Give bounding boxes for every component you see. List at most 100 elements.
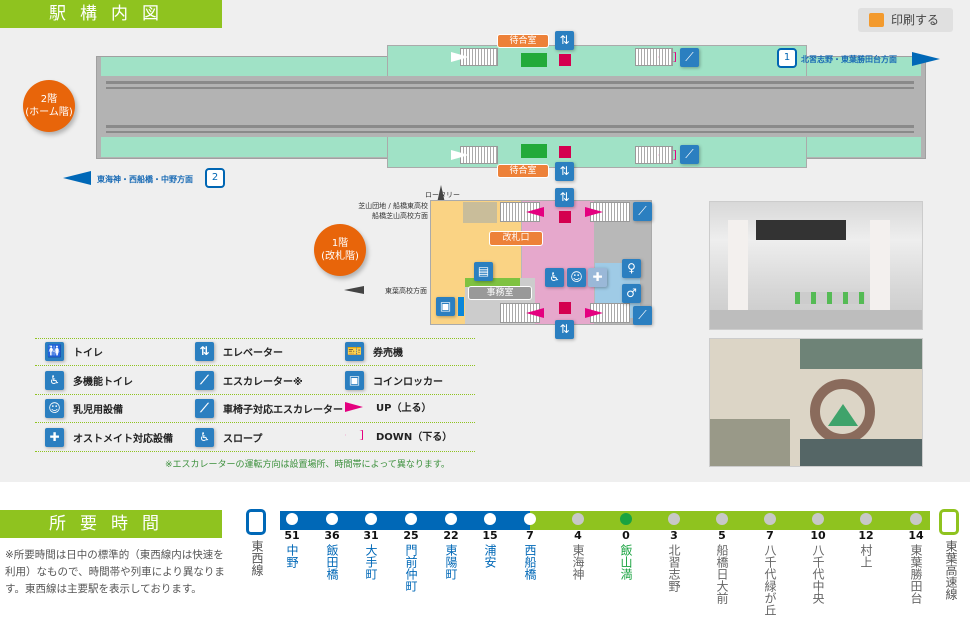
- ostomate-icon: ✚: [588, 268, 607, 287]
- direction-2-text: 東海神・西船橋・中野方面: [97, 175, 193, 184]
- legend-label: 多機能トイレ: [73, 376, 133, 388]
- station-dot: [812, 513, 824, 525]
- station-name: 飯田橋: [325, 544, 339, 580]
- station-minutes: 51: [284, 529, 300, 542]
- legend-row: [35, 424, 475, 452]
- waiting-room-label: 待合室: [497, 164, 549, 178]
- travel-time-title: 所要時間: [0, 510, 222, 538]
- escalator-icon: ⟋: [195, 370, 214, 390]
- legend-item: ♿多機能トイレ: [45, 370, 133, 390]
- legend-label: 車椅子対応エスカレーター: [223, 405, 343, 416]
- escalator-stairs: [635, 48, 673, 66]
- legend-label: 乳児用設備: [73, 405, 123, 416]
- station-dot: [668, 513, 680, 525]
- station-name: 門前仲町: [404, 544, 418, 592]
- legend-label: 券売機: [373, 348, 403, 359]
- legend-item: 🚻 トイレ: [45, 342, 103, 361]
- print-button[interactable]: 印刷する: [858, 8, 953, 32]
- station-minutes: 4: [574, 529, 582, 542]
- tozai-line-label: 東西線: [250, 540, 264, 576]
- legend-item: ✚ オストメイト対応設備: [45, 427, 173, 447]
- legend-item: UP（上る）: [345, 399, 431, 414]
- station-dot: [365, 513, 377, 525]
- rotary-label: ロータリー: [425, 191, 460, 199]
- baby-icon: ☺: [45, 399, 64, 418]
- legend-label: DOWN（下る）: [376, 431, 453, 443]
- station-dot: [405, 513, 417, 525]
- station-minutes: 31: [363, 529, 379, 542]
- toilet-female-icon: ♀: [622, 259, 641, 278]
- station-name: 船橋日大前: [715, 544, 729, 604]
- legend-label: スロープ: [223, 433, 263, 445]
- up-arrow-icon: [526, 207, 544, 217]
- escalator-icon: ⟋: [680, 48, 699, 67]
- west-exit-label: 東葉高校方面: [385, 287, 427, 295]
- station-dot: [572, 513, 584, 525]
- legend-label: UP（上る）: [376, 403, 432, 414]
- station-name: 東陽町: [444, 544, 458, 580]
- floor-2-badge: 2階(ホーム階): [23, 80, 75, 132]
- platform-2-concourse: [387, 137, 807, 168]
- up-arrow-icon: [585, 207, 603, 217]
- station-dot: [524, 513, 536, 525]
- arrow-right-icon: [912, 52, 940, 66]
- legend-label: オストメイト対応設備: [73, 433, 173, 445]
- bus-label-2: 船橋芝山高校方面: [372, 212, 428, 220]
- station-dot: [445, 513, 457, 525]
- arrow-left-icon: [63, 171, 91, 185]
- ostomate-icon: ✚: [45, 427, 64, 447]
- rail: [106, 81, 914, 84]
- legend-row: [35, 395, 475, 423]
- escalator-icon: ⟋: [680, 145, 699, 164]
- arrow-up-icon: [437, 185, 445, 203]
- page-title: 駅構内図: [0, 0, 222, 28]
- legend-row: [35, 338, 475, 366]
- station-minutes: 14: [908, 529, 924, 542]
- bus-label-1: 芝山団地 / 船橋東高校: [358, 202, 428, 210]
- station-name: 中野: [285, 544, 299, 568]
- wheelchair-escalator-icon: ⟋: [195, 399, 214, 418]
- divider: [35, 338, 475, 339]
- ticket-machine-icon: ▤: [474, 262, 493, 281]
- station-dot: [286, 513, 298, 525]
- station-name: 西船橋: [523, 544, 537, 580]
- floor-1-badge: 1階(改札階): [314, 224, 366, 276]
- escalator-stairs: [635, 146, 673, 164]
- elevator-marker: [559, 302, 571, 314]
- train-icon-tozai: [246, 509, 266, 535]
- legend-row: [35, 367, 475, 395]
- travel-time-note: ※所要時間は日中の標準的（東西線内は快速を利用）なもので、時間帯や列車により異な…: [5, 549, 225, 595]
- escalator-icon: ⟋: [633, 306, 652, 325]
- elevator-icon: ⇅: [555, 320, 574, 339]
- direction-1-text: 北習志野・東葉勝田台方面: [801, 55, 897, 64]
- toilet-icon: 🚻: [45, 342, 64, 361]
- legend-item: ⇅エレベーター: [195, 342, 283, 361]
- print-label: 印刷する: [891, 13, 940, 27]
- station-name: 飯山満: [619, 544, 633, 580]
- rail: [106, 131, 914, 133]
- station-name: 東海神: [571, 544, 585, 580]
- station-exterior-photo: [709, 338, 923, 467]
- platform-2-badge: 2: [205, 168, 225, 188]
- station-dot: [484, 513, 496, 525]
- station-name: 村上: [859, 544, 873, 568]
- station-interior-photo: [709, 201, 923, 330]
- station-minutes: 10: [810, 529, 826, 542]
- rail: [106, 87, 914, 89]
- station-name: 北習志野: [667, 544, 681, 592]
- legend-label: トイレ: [73, 348, 103, 359]
- station-name: 八千代緑が丘: [763, 544, 777, 616]
- elevator-icon: ⇅: [195, 342, 214, 361]
- legend-item: ♿スロープ: [195, 427, 263, 447]
